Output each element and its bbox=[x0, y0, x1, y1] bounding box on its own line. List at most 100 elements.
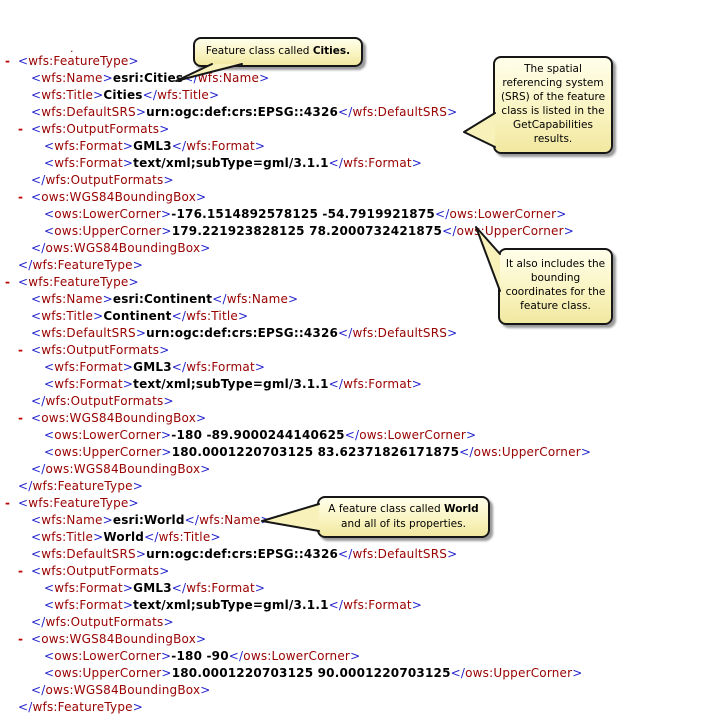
close-bracket: > bbox=[102, 513, 113, 527]
tag-name: ows:UpperCorner bbox=[54, 445, 162, 459]
callout-line: It also includes the bbox=[505, 258, 606, 270]
collapse-minus-icon[interactable]: - bbox=[5, 496, 11, 510]
callout-line: feature class. bbox=[520, 300, 591, 312]
tag-name: wfs:Format bbox=[54, 598, 123, 612]
collapse-minus-icon[interactable]: - bbox=[18, 564, 24, 578]
close-bracket: > bbox=[447, 105, 458, 119]
tag-name: ows:WGS84BoundingBox bbox=[41, 190, 197, 204]
element-value: GML3 bbox=[133, 139, 172, 153]
close-bracket: > bbox=[159, 122, 170, 136]
tag-name: wfs:Name bbox=[197, 71, 260, 85]
element-value: Cities bbox=[103, 88, 143, 102]
close-bracket: > bbox=[556, 207, 567, 221]
open-bracket: < bbox=[31, 564, 42, 578]
xml-line: <ows:UpperCorner>179.221923828125 78.200… bbox=[0, 223, 591, 240]
close-bracket: > bbox=[196, 632, 207, 646]
xml-line: </wfs:FeatureType> bbox=[0, 478, 591, 495]
open-bracket: </ bbox=[31, 615, 46, 629]
xml-line: -<wfs:FeatureType> bbox=[0, 274, 591, 291]
xml-line: <ows:LowerCorner>-180 -89.9000244140625<… bbox=[0, 427, 591, 444]
callout-line: coordinates for the bbox=[505, 286, 606, 298]
tag-name: ows:LowerCorner bbox=[243, 649, 351, 663]
collapse-minus-icon[interactable]: - bbox=[18, 343, 24, 357]
close-bracket: > bbox=[254, 139, 266, 153]
xml-line: </wfs:OutputFormats> bbox=[0, 393, 591, 410]
close-bracket: > bbox=[102, 292, 113, 306]
collapse-minus-icon[interactable]: - bbox=[18, 190, 24, 204]
tag-name: ows:LowerCorner bbox=[54, 649, 162, 663]
tag-name: wfs:Name bbox=[199, 513, 261, 527]
collapse-minus-icon[interactable]: - bbox=[5, 275, 11, 289]
tag-name: wfs:Title bbox=[157, 88, 210, 102]
xml-line: <wfs:Format>GML3</wfs:Format> bbox=[0, 580, 591, 597]
open-bracket: </ bbox=[171, 139, 187, 153]
tag-name: wfs:Name bbox=[41, 513, 103, 527]
close-bracket: > bbox=[161, 224, 172, 238]
element-value: -180 -89.9000244140625 bbox=[171, 428, 345, 442]
open-bracket: </ bbox=[171, 309, 187, 323]
callout-text-bold: World bbox=[443, 503, 479, 515]
close-bracket: > bbox=[161, 428, 172, 442]
tag-name: ows:UpperCorner bbox=[473, 445, 581, 459]
xml-line: <wfs:Title>Cities</wfs:Title> bbox=[0, 87, 591, 104]
tag-name: wfs:FeatureType bbox=[32, 700, 133, 714]
open-bracket: < bbox=[44, 666, 55, 680]
tag-name: wfs:Format bbox=[186, 581, 255, 595]
collapse-minus-icon[interactable]: - bbox=[18, 122, 24, 136]
open-bracket: < bbox=[31, 292, 42, 306]
open-bracket: </ bbox=[142, 88, 158, 102]
xml-line: <wfs:DefaultSRS>urn:ogc:def:crs:EPSG::43… bbox=[0, 546, 591, 563]
xml-line: <wfs:Format>text/xml;subType=gml/3.1.1</… bbox=[0, 597, 591, 614]
tag-name: ows:UpperCorner bbox=[456, 224, 564, 238]
tag-name: wfs:OutputFormats bbox=[41, 122, 160, 136]
close-bracket: > bbox=[128, 275, 139, 289]
open-bracket: < bbox=[31, 547, 42, 561]
open-bracket: < bbox=[31, 343, 42, 357]
open-bracket: < bbox=[31, 513, 42, 527]
close-bracket: > bbox=[135, 547, 147, 561]
close-bracket: > bbox=[200, 241, 211, 255]
tag-name: ows:LowerCorner bbox=[54, 207, 162, 221]
element-value: 180.0001220703125 90.0001220703125 bbox=[171, 666, 451, 680]
open-bracket: </ bbox=[18, 700, 33, 714]
tag-name: ows:WGS84BoundingBox bbox=[41, 632, 197, 646]
xml-line: <ows:LowerCorner>-176.1514892578125 -54.… bbox=[0, 206, 591, 223]
collapse-minus-icon[interactable]: - bbox=[5, 54, 11, 68]
collapse-minus-icon[interactable]: - bbox=[18, 411, 24, 425]
close-bracket: > bbox=[200, 683, 211, 697]
open-bracket: </ bbox=[144, 530, 159, 544]
callout-line: bounding bbox=[530, 272, 581, 284]
xml-tree: -<wfs:FeatureType><wfs:Name>esri:Cities<… bbox=[0, 53, 591, 716]
tag-name: wfs:Format bbox=[54, 156, 123, 170]
xml-line: <wfs:Format>GML3</wfs:Format> bbox=[0, 138, 591, 155]
element-value: text/xml;subType=gml/3.1.1 bbox=[133, 377, 329, 391]
open-bracket: < bbox=[44, 598, 55, 612]
close-bracket: > bbox=[122, 598, 134, 612]
tag-name: ows:LowerCorner bbox=[359, 428, 466, 442]
tag-name: wfs:Title bbox=[186, 309, 238, 323]
open-bracket: </ bbox=[338, 105, 353, 119]
tag-name: wfs:DefaultSRS bbox=[352, 105, 448, 119]
close-bracket: > bbox=[132, 479, 144, 493]
close-bracket: > bbox=[132, 258, 144, 272]
element-value: World bbox=[103, 530, 145, 544]
open-bracket: </ bbox=[459, 445, 474, 459]
callout-text: and all of its properties. bbox=[341, 518, 466, 530]
close-bracket: > bbox=[135, 105, 147, 119]
callout-text-bold: Cities. bbox=[312, 45, 351, 57]
open-bracket: </ bbox=[31, 241, 46, 255]
collapse-minus-icon[interactable]: - bbox=[18, 632, 24, 646]
close-bracket: > bbox=[122, 360, 134, 374]
open-bracket: < bbox=[31, 105, 42, 119]
element-value: GML3 bbox=[133, 360, 172, 374]
open-bracket: </ bbox=[338, 326, 353, 340]
open-bracket: </ bbox=[328, 156, 344, 170]
element-value: text/xml;subType=gml/3.1.1 bbox=[133, 156, 329, 170]
xml-line: <wfs:Title>Continent</wfs:Title> bbox=[0, 308, 591, 325]
close-bracket: > bbox=[196, 411, 207, 425]
xml-line: </wfs:OutputFormats> bbox=[0, 172, 591, 189]
xml-line: </wfs:FeatureType> bbox=[0, 257, 591, 274]
open-bracket: < bbox=[31, 326, 42, 340]
